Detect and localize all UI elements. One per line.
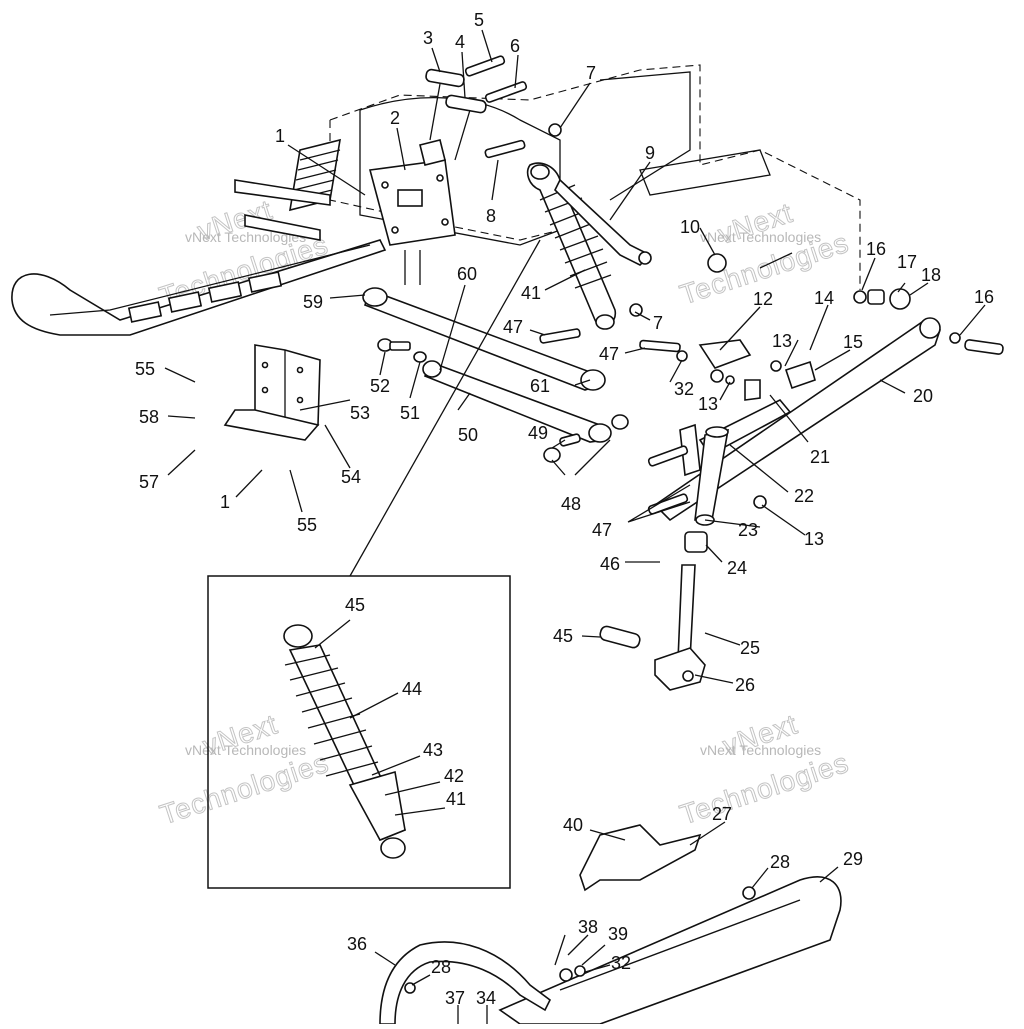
callout-59: 59 [303, 292, 323, 312]
svg-text:vNext Technologies: vNext Technologies [700, 742, 821, 758]
callout-2: 2 [390, 108, 400, 128]
watermark-left-bottom: vNext vNext Technologies Technologies [156, 708, 333, 831]
callout-24: 24 [727, 558, 747, 578]
bottom-ski [379, 824, 842, 1025]
callout-28a: 28 [770, 852, 790, 872]
callout-25: 25 [740, 638, 760, 658]
svg-text:vNext Technologies: vNext Technologies [185, 742, 306, 758]
callout-16b: 16 [974, 287, 994, 307]
callout-38: 38 [578, 917, 598, 937]
callout-53: 52 [370, 376, 390, 396]
callout-36: 36 [347, 934, 367, 954]
svg-text:Technologies: Technologies [156, 747, 332, 831]
callout-52: 51 [400, 403, 420, 423]
callout-60: 60 [457, 264, 477, 284]
callout-20: 20 [913, 386, 933, 406]
right-hardware [539, 251, 1004, 515]
callout-18: 18 [921, 265, 941, 285]
callout-56b: 55 [297, 515, 317, 535]
callout-54: 53 [350, 403, 370, 423]
callout-9: 9 [645, 143, 655, 163]
radius-rods [362, 287, 629, 463]
svg-text:vNext Technologies: vNext Technologies [185, 229, 306, 245]
callout-13b: 13 [698, 394, 718, 414]
callout-23: 23 [738, 520, 758, 540]
shock-inset [207, 239, 541, 889]
callout-48b: 47 [599, 344, 619, 364]
callout-41a: 41 [521, 283, 541, 303]
callout-49: 48 [561, 494, 581, 514]
callout-48c: 47 [592, 520, 612, 540]
callout-21: 21 [810, 447, 830, 467]
callout-17: 17 [897, 252, 917, 272]
callout-44: 44 [402, 679, 422, 699]
callout-50: 49 [528, 423, 548, 443]
callout-1b: 1 [220, 492, 230, 512]
callout-16a: 16 [866, 239, 886, 259]
callout-14: 14 [814, 288, 834, 308]
callout-7b: 7 [653, 313, 663, 333]
callout-43: 43 [423, 740, 443, 760]
callout-6: 6 [510, 36, 520, 56]
callout-7: 7 [586, 63, 596, 83]
callout-13a: 13 [772, 331, 792, 351]
callout-labels: 1 2 3 4 5 6 7 8 9 10 16 17 18 16 12 14 1… [135, 10, 994, 1008]
left-shock [234, 138, 341, 241]
callout-48a: 47 [503, 317, 523, 337]
callout-61: 61 [530, 376, 550, 396]
callout-40: 40 [563, 815, 583, 835]
callout-37: 37 [445, 988, 465, 1008]
callout-28b: 28 [431, 957, 451, 977]
callout-12: 12 [753, 289, 773, 309]
callout-41b: 41 [446, 789, 466, 809]
callout-13c: 13 [804, 529, 824, 549]
callout-1: 1 [275, 126, 285, 146]
callout-32b: 32 [611, 953, 631, 973]
callout-51: 50 [458, 425, 478, 445]
left-ski [11, 239, 387, 336]
svg-text:Technologies: Technologies [676, 747, 852, 831]
callout-10: 10 [680, 217, 700, 237]
mounting-plate [368, 139, 456, 285]
right-shock [526, 162, 652, 330]
callout-34: 34 [476, 988, 496, 1008]
callout-57: 57 [139, 472, 159, 492]
watermark-right-bottom: vNext vNext Technologies Technologies [676, 708, 853, 831]
callout-58: 58 [139, 407, 159, 427]
spindle-assembly [599, 423, 729, 691]
callout-39: 39 [608, 924, 628, 944]
callout-55: 54 [341, 467, 361, 487]
callout-3: 3 [423, 28, 433, 48]
callout-45: 45 [345, 595, 365, 615]
leader-lines [164, 29, 986, 1024]
callout-15: 15 [843, 332, 863, 352]
callout-4: 4 [455, 32, 465, 52]
callout-47: 46 [600, 554, 620, 574]
bracket-54 [223, 338, 427, 441]
callout-56a: 55 [135, 359, 155, 379]
callout-46: 45 [553, 626, 573, 646]
callout-27: 27 [712, 804, 732, 824]
callout-5: 5 [474, 10, 484, 30]
callout-22: 22 [794, 486, 814, 506]
callout-26: 26 [735, 675, 755, 695]
callout-8: 8 [486, 206, 496, 226]
callout-32a: 32 [674, 379, 694, 399]
svg-text:vNext Technologies: vNext Technologies [700, 229, 821, 245]
callout-29: 29 [843, 849, 863, 869]
callout-42: 42 [444, 766, 464, 786]
top-brackets [425, 55, 562, 161]
